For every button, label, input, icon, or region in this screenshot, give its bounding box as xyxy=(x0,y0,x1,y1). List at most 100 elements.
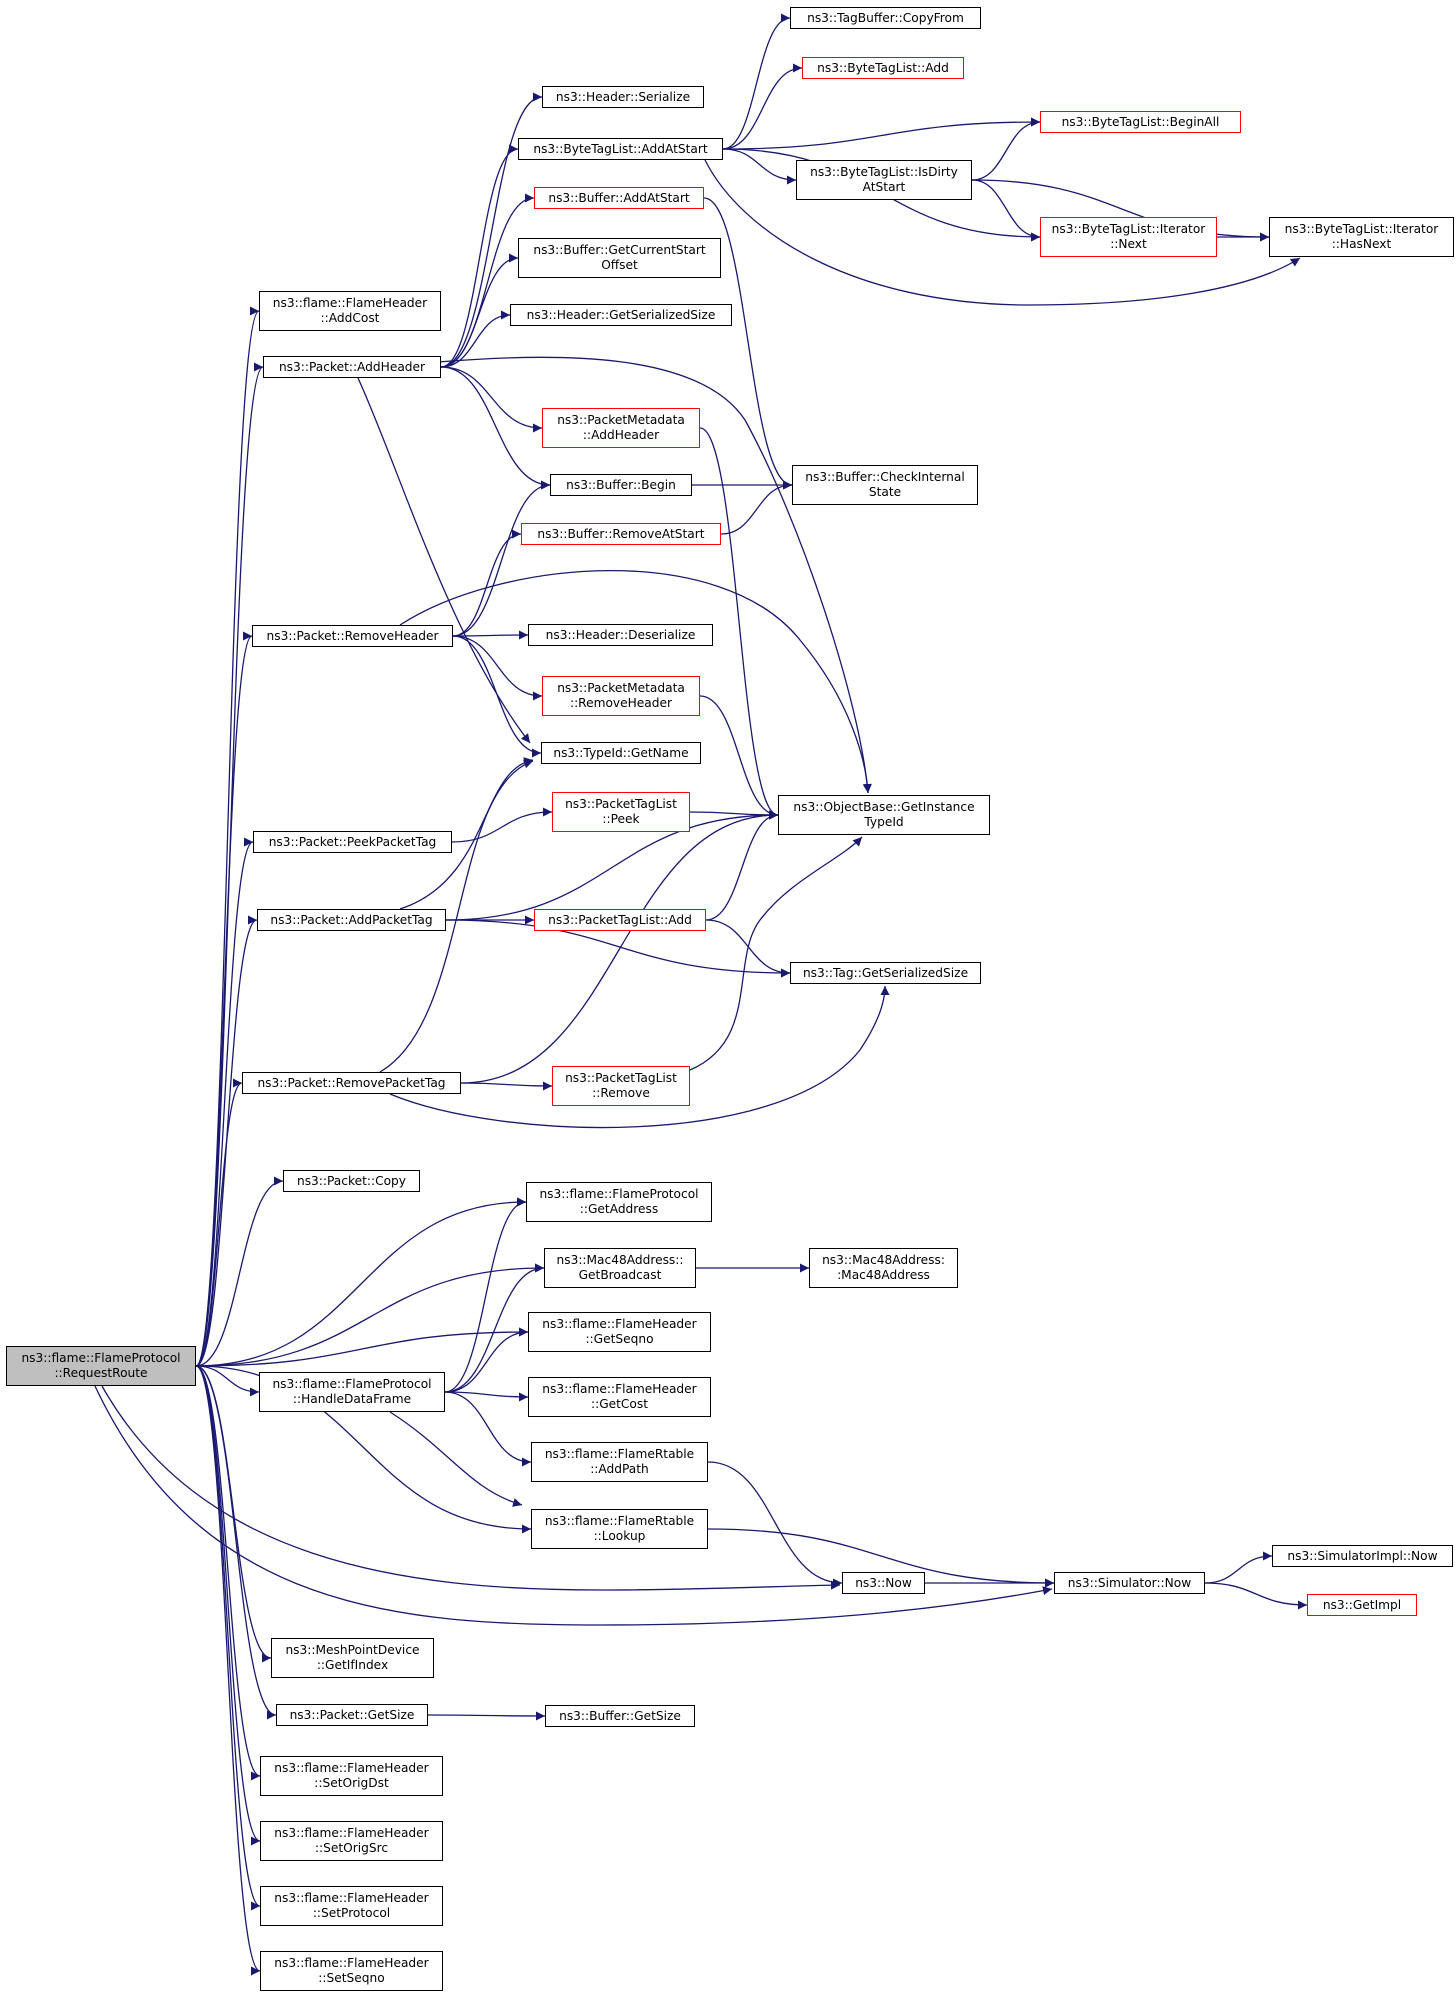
node-bufferremoveatstart[interactable]: ns3::Buffer::RemoveAtStart xyxy=(521,523,721,545)
node-typeidgetname[interactable]: ns3::TypeId::GetName xyxy=(541,742,701,764)
node-tagbuffercopyfrom[interactable]: ns3::TagBuffer::CopyFrom xyxy=(790,7,981,29)
node-rtlookup[interactable]: ns3::flame::FlameRtable::Lookup xyxy=(531,1509,708,1549)
node-label-line: ::GetSeqno xyxy=(585,1332,654,1346)
edge-btlisdirty-to-btlbeginall xyxy=(971,117,1041,181)
node-label-line: ns3::Buffer::GetCurrentStart xyxy=(533,243,706,257)
edge-removeheader-to-typeidgetname xyxy=(452,635,542,758)
node-handledataframe[interactable]: ns3::flame::FlameProtocol::HandleDataFra… xyxy=(259,1372,445,1412)
node-addheader[interactable]: ns3::Packet::AddHeader xyxy=(263,356,441,378)
node-setorigsrc[interactable]: ns3::flame::FlameHeader::SetOrigSrc xyxy=(260,1821,443,1861)
node-label-line: ::SetOrigSrc xyxy=(314,1841,389,1855)
node-ptlpeek[interactable]: ns3::PacketTagList::Peek xyxy=(552,792,690,832)
node-setseqno[interactable]: ns3::flame::FlameHeader::SetSeqno xyxy=(260,1951,443,1991)
edge-ptladd-to-objgetinstancetypeid xyxy=(705,810,779,921)
node-label-line: ns3::Header::Deserialize xyxy=(545,627,696,642)
edge-removeheader-to-pmremoveheader xyxy=(452,635,543,701)
node-label-line: ns3::flame::FlameHeader xyxy=(274,1761,429,1775)
node-macgetbroadcast[interactable]: ns3::Mac48Address::GetBroadcast xyxy=(544,1248,696,1288)
node-copy[interactable]: ns3::Packet::Copy xyxy=(283,1170,420,1192)
node-label-line: ns3::flame::FlameProtocol xyxy=(21,1351,181,1365)
node-fhgetcost[interactable]: ns3::flame::FlameHeader::GetCost xyxy=(528,1377,711,1417)
node-ptladd[interactable]: ns3::PacketTagList::Add xyxy=(534,909,706,931)
node-fpgetaddress[interactable]: ns3::flame::FlameProtocol::GetAddress xyxy=(526,1182,712,1222)
node-label-line: ns3::GetImpl xyxy=(1322,1597,1402,1612)
node-label-line: ::Next xyxy=(1110,237,1147,251)
call-edges xyxy=(94,13,1308,1976)
node-fhgetseqno[interactable]: ns3::flame::FlameHeader::GetSeqno xyxy=(528,1312,711,1352)
node-setorigdst[interactable]: ns3::flame::FlameHeader::SetOrigDst xyxy=(260,1756,443,1796)
node-label-line: ns3::flame::FlameProtocol xyxy=(539,1187,699,1201)
edge-root-to-now xyxy=(101,1385,841,1591)
node-label-line: ::GetCost xyxy=(590,1397,649,1411)
edge-removepackettag-to-taggetserializedsize xyxy=(389,985,890,1129)
edge-root-to-setorigsrc xyxy=(195,1365,261,1846)
node-label-line: ns3::flame::FlameRtable xyxy=(544,1447,695,1461)
node-btlithasnext[interactable]: ns3::ByteTagList::Iterator::HasNext xyxy=(1269,217,1454,257)
node-rtaddpath[interactable]: ns3::flame::FlameRtable::AddPath xyxy=(531,1442,708,1482)
node-ptlremove[interactable]: ns3::PacketTagList::Remove xyxy=(552,1066,690,1106)
edge-root-to-addcost xyxy=(195,306,260,1367)
node-root[interactable]: ns3::flame::FlameProtocol::RequestRoute xyxy=(6,1346,196,1386)
node-addpackettag[interactable]: ns3::Packet::AddPacketTag xyxy=(257,909,446,931)
node-label-line: ::RemoveHeader xyxy=(569,696,673,710)
edge-simnow-to-simimplnow xyxy=(1204,1551,1273,1584)
node-buffergetsize[interactable]: ns3::Buffer::GetSize xyxy=(545,1705,695,1727)
node-label-line: ::SetOrigDst xyxy=(314,1776,389,1790)
node-meshgetifindex[interactable]: ns3::MeshPointDevice::GetIfIndex xyxy=(271,1638,434,1678)
node-label-line: ns3::Mac48Address:: xyxy=(556,1253,684,1267)
node-btladd[interactable]: ns3::ByteTagList::Add xyxy=(802,57,964,79)
node-label-line: ns3::flame::FlameHeader xyxy=(272,296,428,310)
node-label-line: ns3::Buffer::RemoveAtStart xyxy=(537,526,705,541)
node-label-line: ns3::ByteTagList::Iterator xyxy=(1284,222,1439,236)
node-taggetserializedsize[interactable]: ns3::Tag::GetSerializedSize xyxy=(790,962,981,984)
node-headerserialize[interactable]: ns3::Header::Serialize xyxy=(542,86,704,108)
node-label-line: ns3::Packet::RemoveHeader xyxy=(266,628,439,643)
node-removeheader[interactable]: ns3::Packet::RemoveHeader xyxy=(252,625,453,647)
node-label-line: ns3::Packet::AddPacketTag xyxy=(270,912,433,927)
node-addcost[interactable]: ns3::flame::FlameHeader::AddCost xyxy=(259,291,441,331)
node-removepackettag[interactable]: ns3::Packet::RemovePacketTag xyxy=(242,1072,461,1094)
node-label-line: ::GetIfIndex xyxy=(316,1658,389,1672)
edge-root-to-rtlookup xyxy=(195,1365,532,1534)
node-packetgetsize[interactable]: ns3::Packet::GetSize xyxy=(276,1704,428,1726)
node-label-line: ns3::flame::FlameHeader xyxy=(274,1826,429,1840)
node-btlitnext[interactable]: ns3::ByteTagList::Iterator::Next xyxy=(1040,217,1217,257)
node-label-line: ns3::flame::FlameProtocol xyxy=(272,1377,432,1391)
node-simimplnow[interactable]: ns3::SimulatorImpl::Now xyxy=(1272,1545,1453,1567)
edge-removeheader-to-bufferbegin xyxy=(452,480,551,637)
node-getimpl[interactable]: ns3::GetImpl xyxy=(1307,1594,1417,1616)
node-simnow[interactable]: ns3::Simulator::Now xyxy=(1054,1572,1205,1594)
node-pmremoveheader[interactable]: ns3::PacketMetadata::RemoveHeader xyxy=(542,676,700,716)
node-label-line: ns3::ByteTagList::IsDirty xyxy=(810,165,958,179)
node-macmac48[interactable]: ns3::Mac48Address::Mac48Address xyxy=(809,1248,958,1288)
edge-addheader-to-bufferbegin xyxy=(440,366,551,490)
edge-ptlremove-to-objgetinstancetypeid xyxy=(689,836,863,1071)
node-label-line: TypeId xyxy=(864,815,904,829)
node-label-line: ns3::PacketMetadata xyxy=(557,413,685,427)
node-label-line: ::Peek xyxy=(602,812,640,826)
node-peekpackettag[interactable]: ns3::Packet::PeekPacketTag xyxy=(253,831,452,853)
node-pmaddheader[interactable]: ns3::PacketMetadata::AddHeader xyxy=(542,408,700,448)
node-label-line: ns3::TagBuffer::CopyFrom xyxy=(807,10,964,25)
node-label-line: ns3::Packet::Copy xyxy=(296,1173,407,1188)
node-now[interactable]: ns3::Now xyxy=(842,1572,925,1594)
node-headergetserializedsize[interactable]: ns3::Header::GetSerializedSize xyxy=(510,304,732,326)
node-btlbeginall[interactable]: ns3::ByteTagList::BeginAll xyxy=(1040,111,1241,133)
node-bufferbegin[interactable]: ns3::Buffer::Begin xyxy=(550,474,692,496)
node-label-line: ns3::Buffer::GetSize xyxy=(559,1708,681,1723)
node-label-line: ::SetProtocol xyxy=(312,1906,391,1920)
edge-addheader-to-pmaddheader xyxy=(440,366,543,433)
node-bufferaddatstart[interactable]: ns3::Buffer::AddAtStart xyxy=(534,187,704,209)
node-setprotocol[interactable]: ns3::flame::FlameHeader::SetProtocol xyxy=(260,1886,443,1926)
edge-root-to-copy xyxy=(195,1176,284,1367)
node-headerdeserialize[interactable]: ns3::Header::Deserialize xyxy=(528,624,713,646)
node-label-line: ::GetAddress xyxy=(579,1202,659,1216)
edge-root-to-peekpackettag xyxy=(195,837,254,1367)
node-bytetagaddatstart[interactable]: ns3::ByteTagList::AddAtStart xyxy=(518,138,723,160)
edge-root-to-macgetbroadcast xyxy=(195,1263,545,1367)
node-label-line: ns3::ByteTagList::AddAtStart xyxy=(533,141,708,156)
